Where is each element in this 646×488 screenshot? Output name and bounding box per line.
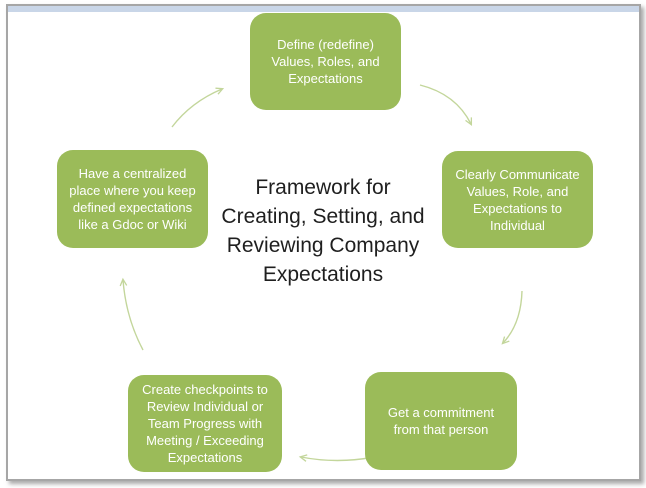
node-create-checkpoints: Create checkpoints to Review Individual … [128, 375, 282, 472]
node-clearly-communicate: Clearly Communicate Values, Role, and Ex… [442, 151, 593, 248]
top-accent-band [8, 6, 639, 12]
node-define-redefine: Define (redefine) Values, Roles, and Exp… [250, 13, 401, 110]
node-commitment-label: Get a commitment from that person [387, 405, 495, 437]
node-centralized-place: Have a centralized place where you keep … [57, 150, 208, 248]
node-checkpoints-label: Create checkpoints to Review Individual … [142, 382, 268, 465]
node-communicate-label: Clearly Communicate Values, Role, and Ex… [455, 166, 580, 233]
node-define-label: Define (redefine) Values, Roles, and Exp… [271, 37, 380, 86]
diagram-title: Framework for Creating, Setting, and Rev… [221, 176, 425, 286]
node-get-commitment: Get a commitment from that person [365, 372, 517, 470]
node-centralized-label: Have a centralized place where you keep … [69, 166, 196, 232]
